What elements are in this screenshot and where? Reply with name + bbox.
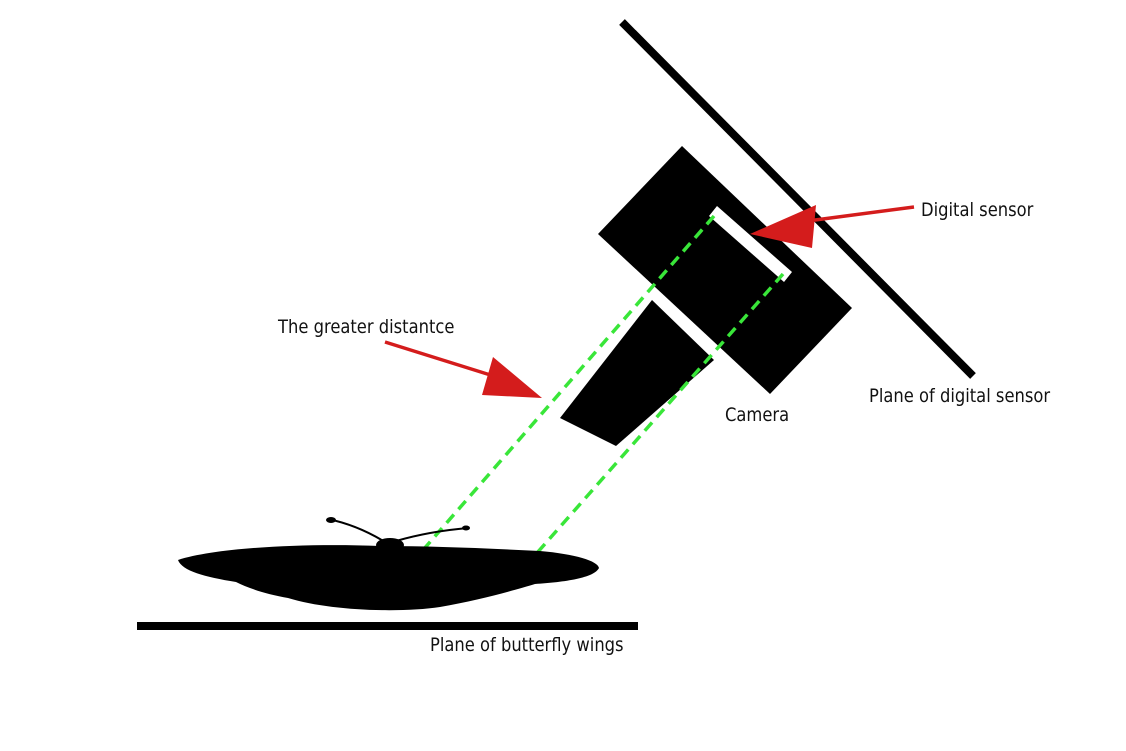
sensor-plane-label: Plane of digital sensor bbox=[869, 385, 1051, 407]
digital-sensor-arrow bbox=[750, 205, 915, 248]
greater-distance-arrow bbox=[384, 340, 542, 398]
sensor-plane-line bbox=[619, 19, 976, 379]
wing-plane-label: Plane of butterfly wings bbox=[430, 634, 624, 656]
light-path-right bbox=[520, 272, 785, 572]
butterfly-silhouette bbox=[178, 517, 599, 611]
greater-distance-label: The greater distantce bbox=[278, 316, 455, 338]
camera-label: Camera bbox=[725, 404, 790, 426]
camera-lens bbox=[560, 300, 714, 446]
camera-body bbox=[598, 146, 852, 394]
digital-sensor bbox=[709, 206, 792, 282]
light-path-left bbox=[421, 214, 716, 552]
digital-sensor-label: Digital sensor bbox=[921, 199, 1034, 221]
